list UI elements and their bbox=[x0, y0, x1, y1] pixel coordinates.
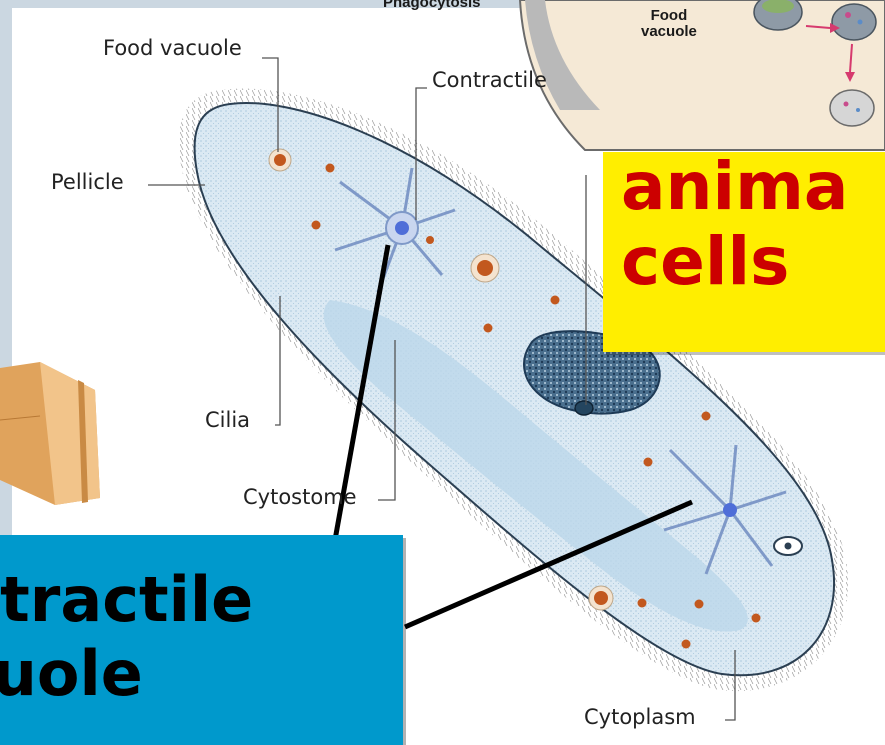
label-cilia: Cilia bbox=[205, 410, 250, 431]
micronucleus bbox=[575, 401, 593, 415]
label-pellicle: Pellicle bbox=[51, 172, 124, 193]
inset-vacuole-3 bbox=[830, 90, 874, 126]
phagocytosis-inset bbox=[520, 0, 885, 150]
label-cytoplasm: Cytoplasm bbox=[584, 707, 696, 728]
contractile-vacuole-callout: ntractile cuole bbox=[0, 535, 403, 745]
contractile-vacuole-text: ntractile cuole bbox=[0, 563, 253, 712]
label-contractile: Contractile bbox=[432, 70, 547, 91]
inset-phagocytosis-label: Phagocytosis bbox=[383, 0, 481, 11]
label-cytostome: Cytostome bbox=[243, 487, 357, 508]
label-food-vacuole: Food vacuole bbox=[103, 38, 242, 59]
inset-food-vacuole-label: Food vacuole bbox=[641, 8, 697, 40]
inset-vacuole-2 bbox=[832, 4, 876, 40]
animal-cells-callout: anima cells bbox=[603, 152, 885, 352]
animal-cells-text: anima cells bbox=[621, 152, 848, 299]
